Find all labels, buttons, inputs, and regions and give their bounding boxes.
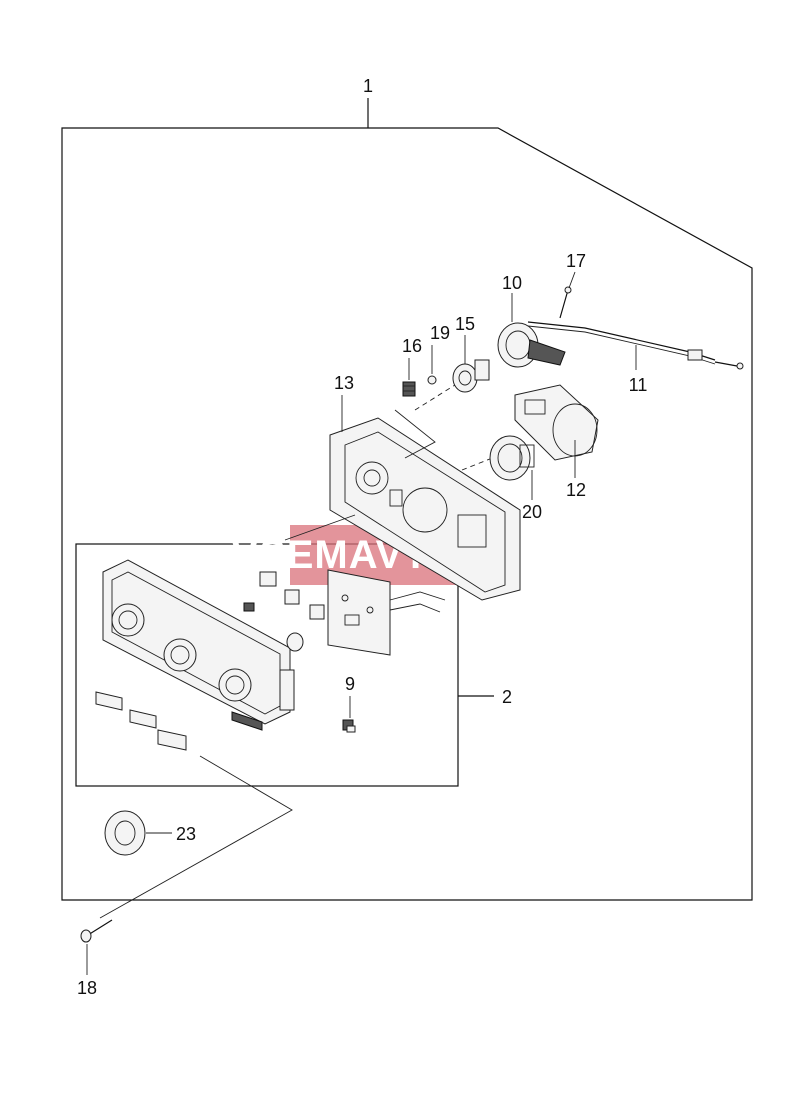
switch-mechanisms bbox=[243, 514, 356, 652]
housing-part-13 bbox=[329, 417, 521, 601]
leader-17 bbox=[568, 271, 576, 289]
assembly-boundary bbox=[61, 127, 753, 901]
label-20: 20 bbox=[522, 502, 542, 522]
ball-part-19 bbox=[427, 375, 437, 385]
label-17: 17 bbox=[566, 251, 586, 271]
connector-line bbox=[99, 755, 293, 919]
label-15: 15 bbox=[455, 314, 475, 334]
label-13: 13 bbox=[334, 373, 354, 393]
push-buttons bbox=[95, 691, 263, 751]
alignment-line-a bbox=[394, 409, 436, 459]
knob-part-23 bbox=[104, 810, 146, 856]
cable-part-11 bbox=[527, 321, 744, 370]
circuit-board bbox=[327, 569, 446, 656]
label-18: 18 bbox=[77, 978, 97, 998]
label-2: 2 bbox=[502, 687, 512, 707]
gear-part-15 bbox=[452, 359, 490, 393]
label-1: 1 bbox=[363, 76, 373, 96]
alignment-line-b bbox=[414, 384, 456, 411]
screw-part-17 bbox=[559, 286, 572, 319]
label-19: 19 bbox=[430, 323, 450, 343]
label-9: 9 bbox=[345, 674, 355, 694]
actuator-part-10 bbox=[497, 322, 566, 368]
label-10: 10 bbox=[502, 273, 522, 293]
label-12: 12 bbox=[566, 480, 586, 500]
alignment-line-c bbox=[461, 454, 501, 471]
label-11: 11 bbox=[629, 375, 648, 395]
control-panel bbox=[102, 559, 295, 725]
motor-housing-part-12 bbox=[514, 384, 599, 461]
spring-part-16 bbox=[402, 381, 416, 397]
label-23: 23 bbox=[176, 824, 196, 844]
motor-part-20 bbox=[489, 435, 535, 481]
label-16: 16 bbox=[402, 336, 422, 356]
screw-part-18 bbox=[80, 919, 113, 943]
subassembly-box bbox=[75, 543, 459, 787]
clip-part-9 bbox=[342, 719, 356, 733]
